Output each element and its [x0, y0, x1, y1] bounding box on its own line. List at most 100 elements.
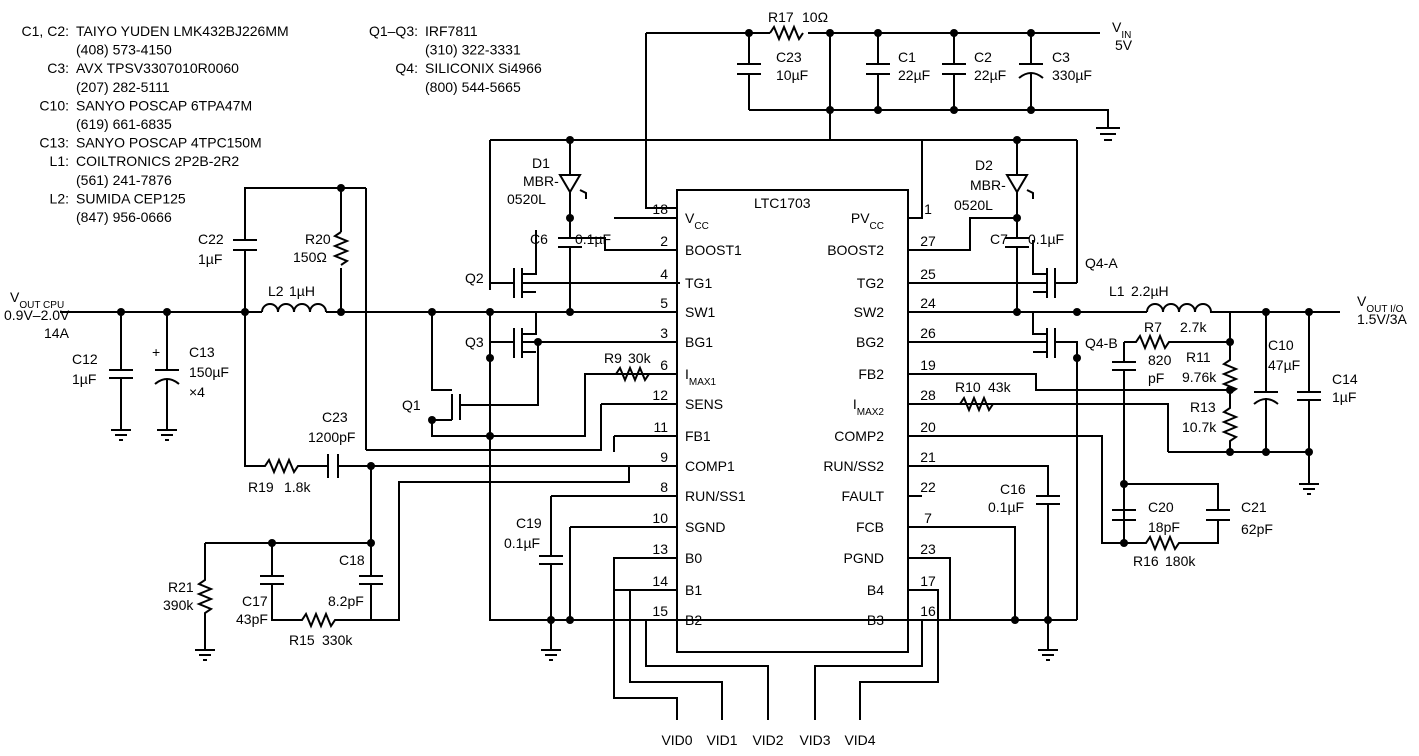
svg-text:C23: C23	[322, 409, 348, 425]
svg-text:C21: C21	[1241, 499, 1267, 515]
svg-text:R11: R11	[1186, 349, 1211, 365]
pin-number: 24	[920, 295, 936, 311]
pin-number: 12	[652, 387, 668, 403]
note-ref: Q4:	[395, 60, 418, 76]
pin-label: TG1	[685, 275, 712, 291]
note-ref: L2:	[50, 190, 69, 206]
pin-number: 5	[660, 295, 668, 311]
pin-label: SGND	[685, 519, 725, 535]
pin-label: RUN/SS2	[823, 458, 884, 474]
svg-text:C13: C13	[189, 344, 215, 360]
pin-label: FB2	[858, 366, 884, 382]
ic-name: LTC1703	[754, 195, 811, 211]
note-text: COILTRONICS 2P2B-2R2	[76, 153, 239, 169]
svg-text:1µF: 1µF	[1332, 389, 1356, 405]
pin-label: RUN/SS1	[685, 488, 746, 504]
pin-number: 27	[920, 233, 936, 249]
ltc1703-ic	[676, 189, 909, 653]
svg-text:C16: C16	[1000, 481, 1026, 497]
svg-text:9.76k: 9.76k	[1182, 369, 1217, 385]
pin-number: 23	[920, 541, 936, 557]
svg-text:0520L: 0520L	[954, 197, 993, 213]
svg-text:C12: C12	[72, 351, 98, 367]
pin-label: IMAX2	[853, 396, 885, 418]
svg-text:Q4-A: Q4-A	[1085, 255, 1118, 271]
svg-text:C1: C1	[898, 49, 916, 65]
pin-number: 15	[652, 603, 668, 619]
svg-text:330k: 330k	[322, 632, 353, 648]
svg-text:2.2µH: 2.2µH	[1131, 283, 1169, 299]
ic-pins: 18VCC2BOOST14TG15SW13BG16IMAX112SENS11FB…	[614, 201, 936, 628]
svg-text:1.5V/3A: 1.5V/3A	[1357, 311, 1407, 327]
svg-text:R19: R19	[248, 479, 274, 495]
svg-text:L2: L2	[268, 283, 284, 299]
pin-number: 21	[920, 449, 936, 465]
note-text: (408) 573-4150	[76, 42, 172, 58]
note-text: (619) 661-6835	[76, 116, 172, 132]
svg-text:×4: ×4	[189, 384, 205, 400]
pin-label: BG2	[856, 334, 884, 350]
pin-number: 10	[652, 510, 668, 526]
pin-number: 13	[652, 541, 668, 557]
svg-text:C22: C22	[198, 231, 224, 247]
svg-text:C19: C19	[516, 515, 542, 531]
pin-label: COMP2	[834, 428, 884, 444]
pin-label: SENS	[685, 396, 723, 412]
pin-label: B0	[685, 550, 702, 566]
pin-label: SW2	[854, 304, 885, 320]
svg-text:0520L: 0520L	[507, 191, 546, 207]
pin-label: B4	[867, 582, 884, 598]
svg-text:150µF: 150µF	[189, 364, 229, 380]
vin-label: VIN	[1112, 19, 1131, 41]
svg-text:18pF: 18pF	[1148, 519, 1180, 535]
svg-text:C14: C14	[1332, 371, 1358, 387]
svg-text:820: 820	[1148, 352, 1172, 368]
pin-label: FAULT	[841, 488, 884, 504]
pin-number: 2	[660, 233, 668, 249]
svg-text:R20: R20	[305, 231, 331, 247]
svg-text:150Ω: 150Ω	[293, 249, 327, 265]
svg-text:0.1µF: 0.1µF	[1028, 231, 1064, 247]
svg-text:0.9V–2.0V: 0.9V–2.0V	[4, 307, 70, 323]
svg-text:C6: C6	[530, 231, 548, 247]
pin-label: BG1	[685, 334, 713, 350]
r17-value: 10Ω	[802, 9, 828, 25]
pin-number: 9	[660, 449, 668, 465]
right-switcher: D2 MBR- 0520L C7 0.1µF Q4-A L1 2.2µH Q4-…	[908, 140, 1407, 661]
note-text: AVX TPSV3307010R0060	[76, 60, 239, 76]
pin-number: 25	[920, 266, 936, 282]
note-text: TAIYO YUDEN LMK432BJ226MM	[76, 23, 289, 39]
pin-number: 28	[920, 387, 936, 403]
left-output: L2 1µH VOUT CPU 0.9V–2.0V 14A C12 1µF + …	[4, 184, 677, 661]
vid-label: VID0	[661, 732, 692, 748]
svg-text:R7: R7	[1144, 319, 1162, 335]
svg-text:30k: 30k	[628, 350, 652, 366]
svg-text:MBR-: MBR-	[523, 173, 559, 189]
svg-text:47µF: 47µF	[1268, 357, 1300, 373]
svg-text:10.7k: 10.7k	[1182, 419, 1217, 435]
svg-text:D1: D1	[532, 155, 550, 171]
r17-label: R17	[768, 9, 794, 25]
svg-text:390k: 390k	[163, 597, 194, 613]
svg-text:62pF: 62pF	[1241, 521, 1273, 537]
svg-text:Q2: Q2	[465, 270, 484, 286]
vid-lines	[613, 557, 939, 720]
vid-label: VID2	[752, 732, 783, 748]
svg-text:C17: C17	[242, 593, 268, 609]
svg-text:R9: R9	[604, 350, 622, 366]
svg-text:14A: 14A	[44, 325, 70, 341]
pin-label: SW1	[685, 304, 716, 320]
svg-text:R15: R15	[289, 632, 315, 648]
note-text: (561) 241-7876	[76, 172, 172, 188]
note-ref: L1:	[50, 153, 69, 169]
vid-label: VID3	[799, 732, 830, 748]
pin-number: 26	[920, 325, 936, 341]
note-text: SANYO POSCAP 4TPC150M	[76, 135, 262, 151]
note-ref: C1, C2:	[22, 23, 69, 39]
svg-text:330µF: 330µF	[1052, 67, 1092, 83]
svg-text:22µF: 22µF	[898, 67, 930, 83]
svg-text:8.2pF: 8.2pF	[328, 593, 364, 609]
pin-label: BOOST2	[827, 242, 884, 258]
pin-label: PGND	[844, 550, 884, 566]
